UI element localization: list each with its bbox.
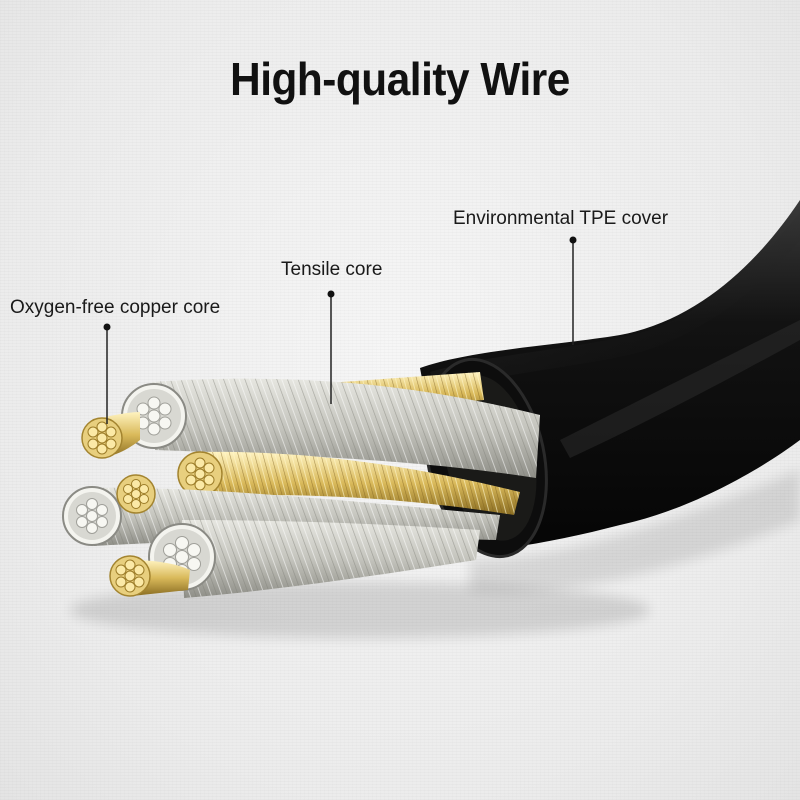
- copper-core-top: [81, 412, 140, 459]
- copper-strand-middle: [177, 451, 520, 515]
- label-environmental-tpe-cover: Environmental TPE cover: [453, 208, 669, 229]
- callout-line-tpe: [569, 236, 577, 345]
- cable-shadow: [70, 470, 800, 638]
- label-tensile-core: Tensile core: [281, 259, 383, 280]
- page-title: High-quality Wire: [230, 53, 570, 105]
- copper-core-center: [116, 474, 156, 514]
- callout-line-tensile: [327, 290, 335, 404]
- copper-core-bottom: [109, 555, 190, 597]
- callout-line-copper: [103, 323, 111, 424]
- label-oxygen-free-copper-core: Oxygen-free copper core: [10, 297, 221, 318]
